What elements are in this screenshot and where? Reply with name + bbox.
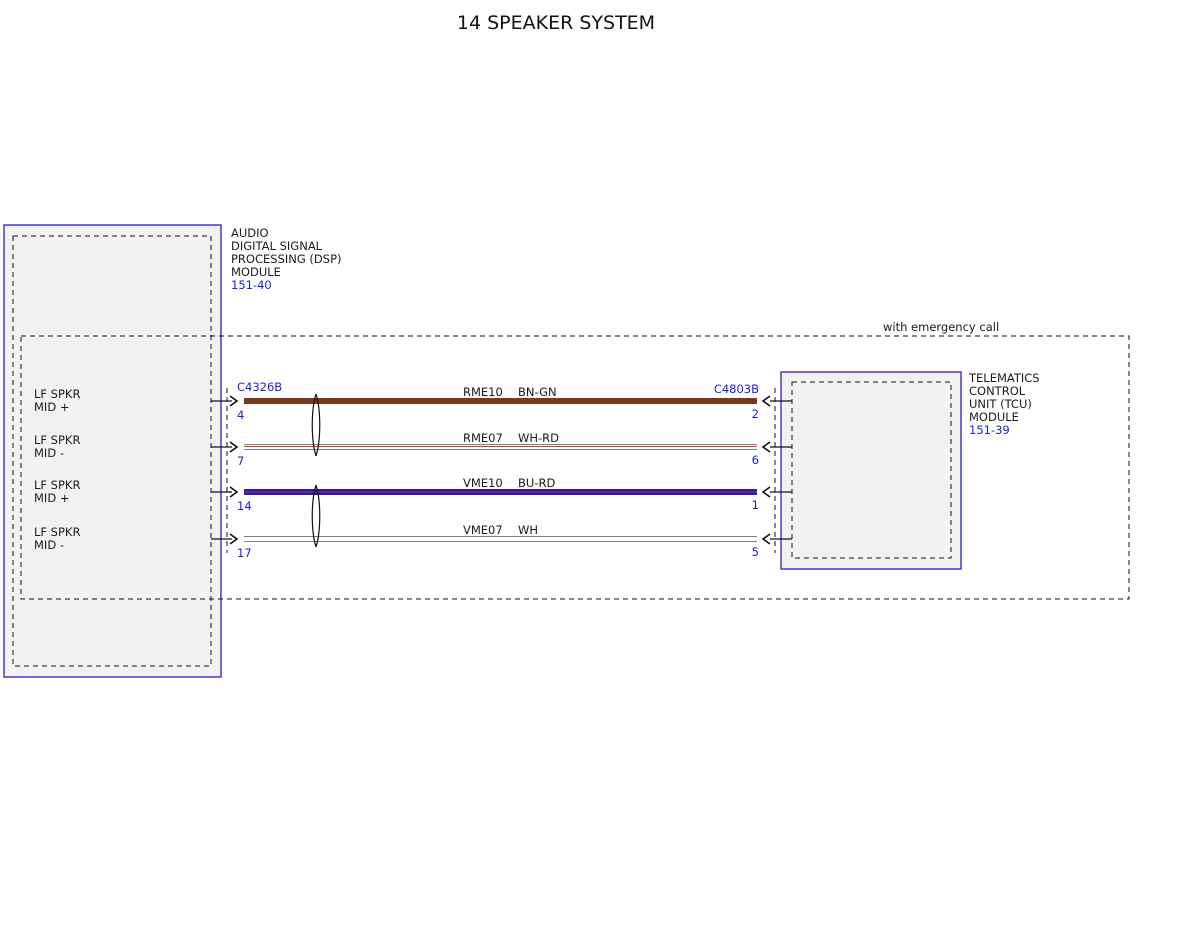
circuit-id: VME10 [463,476,503,490]
tcu-connector-chevron [761,533,771,545]
dsp-connector-chevron [229,395,239,407]
dsp-pin-number: 4 [237,408,244,422]
wire-color-code: WH [518,523,538,537]
twisted-pair-1 [311,393,321,457]
signal-label-line-2: MID - [34,446,64,460]
twisted-pair-2 [311,484,321,548]
wire-color-code: BU-RD [518,476,555,490]
tcu-module[interactable] [780,371,962,570]
tcu-name-line-2: CONTROL [969,384,1026,398]
twist-curve-left [311,393,317,457]
dsp-connector-chevron [229,486,239,498]
tcu-connector-chevron [761,486,771,498]
circuit-id: RME10 [463,385,503,399]
signal-label-line-2: MID + [34,491,69,505]
signal-label-line-2: MID + [34,400,69,414]
dsp-module-label: AUDIO DIGITAL SIGNAL PROCESSING (DSP) MO… [231,226,342,292]
dsp-name-line-2: DIGITAL SIGNAL [231,239,323,253]
dsp-name-line-3: PROCESSING (DSP) [231,252,342,266]
dsp-pin-number: 14 [237,499,252,513]
wire-color-code: BN-GN [518,385,557,399]
dsp-module-ref: 151-40 [231,278,272,292]
signal-label-line-2: MID - [34,538,64,552]
dsp-module-inner-dashed [12,235,212,667]
dsp-name-line-1: AUDIO [231,226,269,240]
emergency-call-option-region [20,335,1130,600]
tcu-pin-number: 5 [752,545,759,559]
circuit-id: RME07 [463,431,503,445]
twist-curve-right [315,393,321,457]
signal-label-line-1: LF SPKR [34,478,80,492]
dsp-pin-number: 17 [237,546,252,560]
twist-curve-left [311,484,317,548]
dsp-name-line-4: MODULE [231,265,281,279]
dsp-module-outline [3,224,222,678]
wire-color-code: WH-RD [518,431,559,445]
signal-label-line-1: LF SPKR [34,387,80,401]
circuit-id: VME07 [463,523,503,537]
tcu-name-line-4: MODULE [969,410,1019,424]
tcu-name-line-1: TELEMATICS [968,371,1040,385]
tcu-module-label: TELEMATICS CONTROL UNIT (TCU) MODULE 151… [968,371,1040,437]
dsp-module[interactable] [3,224,222,678]
tcu-pin-number: 6 [752,453,759,467]
signal-label-line-1: LF SPKR [34,433,80,447]
dsp-connector-chevron [229,441,239,453]
twist-curve-right [315,484,321,548]
tcu-connector-name: C4803B [714,382,759,396]
tcu-pin-number: 1 [752,498,759,512]
tcu-pin-number: 2 [752,407,759,421]
dsp-connector-chevron [229,533,239,545]
tcu-module-inner-dashed [791,381,952,559]
diagram-title: 14 SPEAKER SYSTEM [457,12,655,34]
option-label: with emergency call [883,320,999,334]
dsp-connector-name: C4326B [237,380,282,394]
tcu-connector-chevron [761,395,771,407]
tcu-connector-chevron [761,441,771,453]
tcu-name-line-3: UNIT (TCU) [969,397,1032,411]
signal-label-line-1: LF SPKR [34,525,80,539]
tcu-module-outline [780,371,962,570]
dsp-pin-number: 7 [237,454,244,468]
tcu-module-ref: 151-39 [969,423,1010,437]
